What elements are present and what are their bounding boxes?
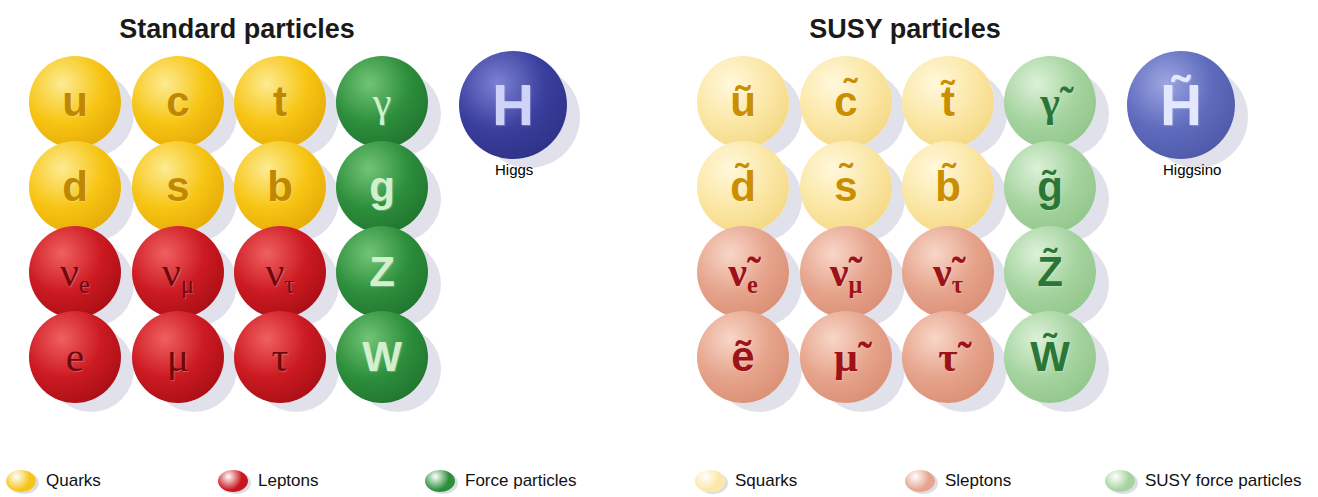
particle-sphere: τ̃ <box>902 311 994 403</box>
particle-symbol: t̃ <box>941 81 955 123</box>
particle-sphere: W <box>336 311 428 403</box>
particle-symbol: ντ <box>266 251 295 293</box>
particle-sphere: γ <box>336 56 428 148</box>
particle-symbol: μ <box>167 336 190 378</box>
legend-swatch <box>905 470 935 492</box>
legend-label: Force particles <box>465 471 576 491</box>
legend-item: Force particles <box>425 470 576 492</box>
particle-sphere: t̃ <box>902 56 994 148</box>
legend-label: SUSY force particles <box>1145 471 1302 491</box>
particle-symbol: b <box>267 166 293 208</box>
legend-label: Leptons <box>258 471 319 491</box>
legend-label: Squarks <box>735 471 797 491</box>
particle-symbol: νμ <box>162 251 194 293</box>
panel-title: SUSY particles <box>809 14 1001 45</box>
legend-item: Squarks <box>695 470 797 492</box>
particle-symbol: H <box>492 76 534 134</box>
legend-swatch <box>425 470 455 492</box>
particle-symbol: ν̃μ <box>830 251 863 293</box>
particle-symbol: d̃ <box>730 166 756 208</box>
particle-symbol: W <box>362 336 402 378</box>
particle-sphere: Z̃ <box>1004 226 1096 318</box>
particle-sphere: g̃ <box>1004 141 1096 233</box>
particle-symbol: s̃ <box>834 166 857 208</box>
particle-sphere: e <box>29 311 121 403</box>
particle-sphere: τ <box>234 311 326 403</box>
particle-name: Higgsino <box>1163 161 1221 178</box>
particle-sphere: ũ <box>697 56 789 148</box>
particle-sphere: s <box>132 141 224 233</box>
legend-label: Quarks <box>46 471 101 491</box>
particle-sphere: t <box>234 56 326 148</box>
particle-symbol: t <box>273 81 287 123</box>
particle-sphere: b̃ <box>902 141 994 233</box>
particle-symbol: τ̃ <box>938 336 957 378</box>
particle-sphere: μ <box>132 311 224 403</box>
legend-item: Sleptons <box>905 470 1011 492</box>
particle-sphere: μ̃ <box>800 311 892 403</box>
legend-item: Quarks <box>6 470 101 492</box>
particle-symbol: ũ <box>730 81 756 123</box>
particle-symbol: νe <box>60 251 90 293</box>
particle-symbol: γ̃ <box>1040 81 1060 123</box>
particle-symbol: Z <box>369 251 395 293</box>
particle-sphere: s̃ <box>800 141 892 233</box>
particle-sphere: H̃Higgsino <box>1127 51 1235 159</box>
particle-sphere: c <box>132 56 224 148</box>
particle-symbol: ν̃e <box>728 251 758 293</box>
particle-sphere: u <box>29 56 121 148</box>
particle-symbol: e <box>66 336 85 378</box>
particle-symbol: c̃ <box>834 81 857 123</box>
particle-sphere: γ̃ <box>1004 56 1096 148</box>
particle-symbol: γ <box>373 81 392 123</box>
particle-sphere: d̃ <box>697 141 789 233</box>
legend-swatch <box>218 470 248 492</box>
particle-sphere: Z <box>336 226 428 318</box>
particle-symbol: ν̃τ <box>933 251 963 293</box>
particle-sphere: HHiggs <box>459 51 567 159</box>
particle-sphere: c̃ <box>800 56 892 148</box>
legend-swatch <box>695 470 725 492</box>
particle-name: Higgs <box>495 161 533 178</box>
particle-symbol: μ̃ <box>834 336 858 378</box>
legend-swatch <box>6 470 36 492</box>
particle-symbol: d <box>62 166 88 208</box>
particle-symbol: g <box>369 166 395 208</box>
particle-symbol: u <box>62 81 88 123</box>
particle-symbol: b̃ <box>935 166 961 208</box>
particle-sphere: ν̃τ <box>902 226 994 318</box>
particle-sphere: νe <box>29 226 121 318</box>
particle-symbol: Z̃ <box>1037 251 1063 293</box>
particle-sphere: d <box>29 141 121 233</box>
particle-sphere: ẽ <box>697 311 789 403</box>
particle-sphere: ντ <box>234 226 326 318</box>
panel-title: Standard particles <box>119 14 355 45</box>
particle-symbol: g̃ <box>1037 166 1063 208</box>
particle-symbol: W̃ <box>1030 336 1070 378</box>
legend-item: Leptons <box>218 470 319 492</box>
legend-item: SUSY force particles <box>1105 470 1302 492</box>
particle-symbol: τ <box>272 336 289 378</box>
particle-symbol: c <box>166 81 189 123</box>
particle-sphere: ν̃e <box>697 226 789 318</box>
particle-symbol: s <box>166 166 189 208</box>
particle-symbol: H̃ <box>1160 76 1202 134</box>
particle-sphere: νμ <box>132 226 224 318</box>
particle-sphere: ν̃μ <box>800 226 892 318</box>
particle-symbol: ẽ <box>731 336 754 378</box>
legend-label: Sleptons <box>945 471 1011 491</box>
particle-sphere: b <box>234 141 326 233</box>
particle-sphere: g <box>336 141 428 233</box>
legend-swatch <box>1105 470 1135 492</box>
particle-sphere: W̃ <box>1004 311 1096 403</box>
